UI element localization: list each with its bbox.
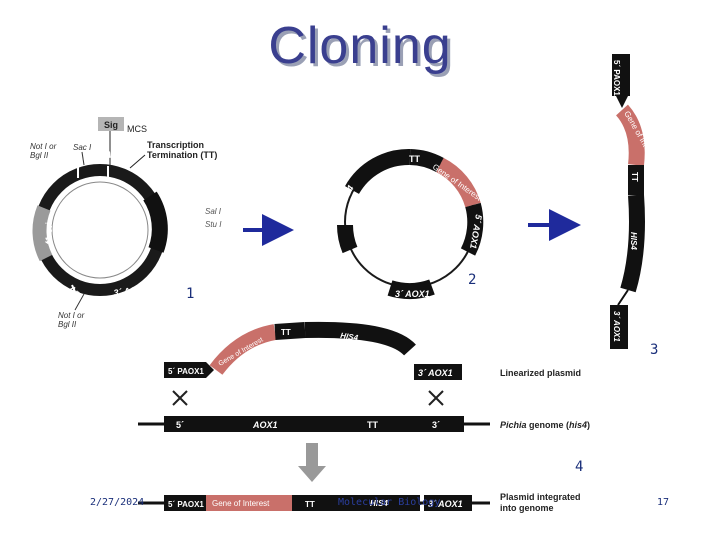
integration-down-arrow (298, 443, 326, 482)
plasmid2-aox1-3-segment (387, 279, 435, 299)
linearized-tt-label: TT (281, 328, 291, 337)
integrated-tt-label: TT (305, 500, 315, 509)
sac1-label: Sac I (73, 143, 92, 152)
plasmid2-his4-segment (345, 149, 411, 195)
linearized-plasmid (164, 321, 462, 380)
not1-top-label: Not I or (30, 142, 57, 151)
sig-box (98, 117, 124, 131)
genome-3-label: 3´ (432, 420, 440, 430)
plasmid-map (32, 164, 168, 296)
his4-label: HIS4 (174, 200, 190, 222)
genome-tt-label: TT (367, 420, 378, 430)
step-3-label: 3 (650, 342, 658, 358)
integrated-goi-label: Gene of Interest (212, 499, 270, 508)
plasmid2-tt-label: TT (409, 154, 420, 164)
linear-vertical-plasmid (610, 54, 645, 349)
plasmid-backbone (34, 164, 166, 296)
linearized-aox1-3-label: 3´ AOX1 (418, 368, 453, 378)
genome-5-label: 5´ (176, 420, 184, 430)
plasmid2-aox1-3-label: 3´ AOX1 (395, 289, 430, 299)
step-4-label: 4 (575, 459, 583, 475)
sig-label: Sig (104, 120, 118, 130)
integrated-aox1-3-label: 3´ AOX1 (428, 499, 463, 509)
step-2-label: 2 (468, 272, 476, 288)
crossover-marks (172, 390, 444, 406)
sal1-label: Sal I (205, 207, 222, 216)
tt-line2: Termination (TT) (147, 150, 217, 160)
plasmid2-tt-segment (409, 149, 444, 173)
mcs-label: MCS (127, 124, 147, 134)
genome-aox1-label: AOX1 (252, 420, 278, 430)
page-title: Cloning (268, 17, 452, 75)
integrated-paox-label: 5´ PAOX1 (168, 500, 204, 509)
integrated-construct (138, 495, 490, 511)
stu1-label: Stu I (205, 220, 222, 229)
footer-date: 2/27/2024 (90, 497, 145, 508)
linearized-his4-label: HIS4 (340, 331, 359, 342)
linearized-plasmid-label: Linearized plasmid (500, 368, 581, 378)
plasmid-2-map (337, 149, 484, 299)
linearized-paox-label: 5´ PAOX1 (168, 367, 204, 376)
pichia-genome (138, 416, 490, 432)
vertical-paox-label: 5´ PAOX1 (612, 60, 621, 96)
tt-line1: Transcription (147, 140, 204, 150)
plasmid-inner-ring (51, 181, 149, 279)
his4-segment (143, 191, 168, 253)
integrated-caption-line2: into genome (500, 503, 554, 513)
vertical-tt-label: TT (630, 172, 639, 182)
plasmid2-goi-segment (436, 157, 481, 208)
step-1-label: 1 (186, 286, 194, 302)
f1-ori-segment (32, 205, 53, 262)
bgl2-bot-label: Bgl II (58, 320, 77, 329)
f1-ori-label: f1 ori (44, 222, 54, 244)
vertical-aox1-3-label: 3´ AOX1 (612, 311, 621, 342)
plasmid2-aox1-5-segment (460, 202, 484, 256)
not1-bot-label: Not I or (58, 311, 85, 320)
aox1-3-label: 3´ AOX1 (113, 283, 149, 298)
bgl2-top-label: Bgl II (30, 151, 49, 160)
footer-page-number: 17 (657, 497, 670, 508)
genome-caption: Pichia genome (his4) (500, 420, 590, 430)
integrated-his4-label: HIS4 (370, 499, 388, 508)
footer-course: Molecular Biology (338, 497, 441, 508)
vertical-his4-label: HIS4 (629, 232, 638, 250)
integrated-caption-line1: Plasmid integrated (500, 492, 581, 502)
